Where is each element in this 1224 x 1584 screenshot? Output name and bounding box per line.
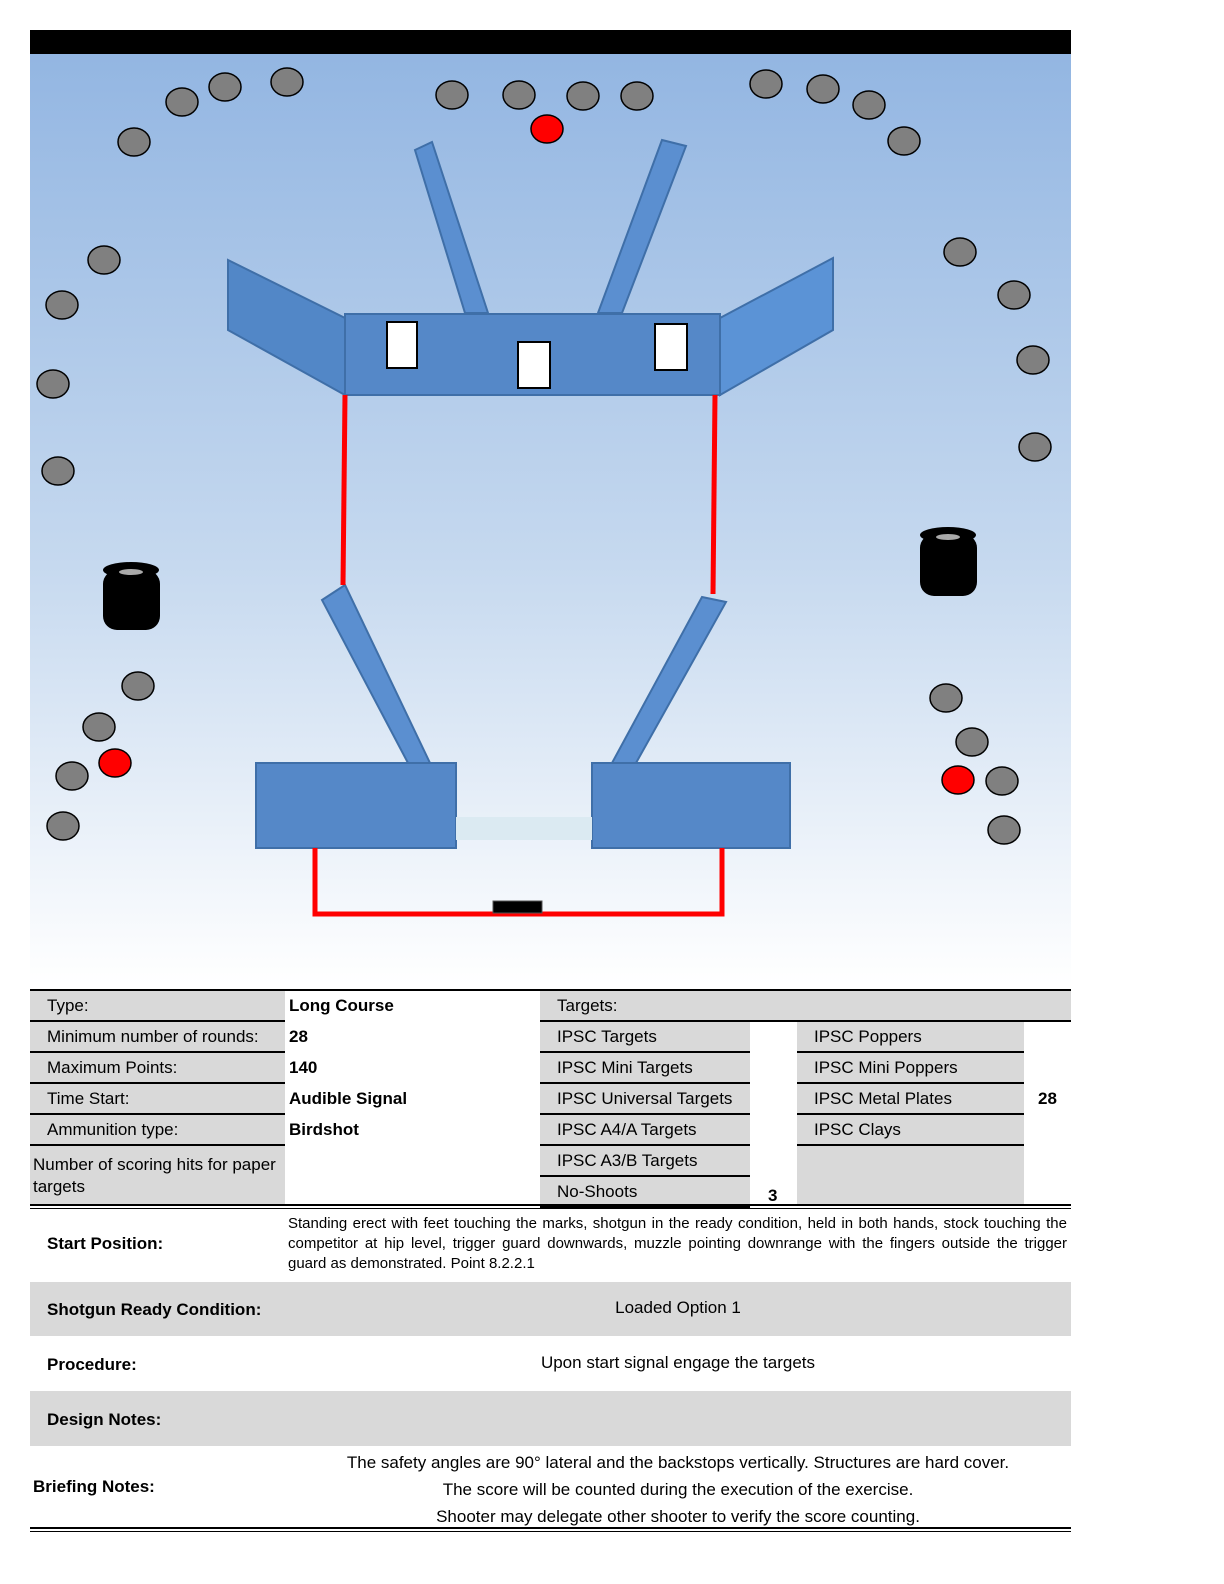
type-label: Type: <box>30 991 285 1022</box>
steel-plate <box>165 87 199 117</box>
briefing-line: Shooter may delegate other shooter to ve… <box>436 1507 920 1526</box>
steel-plate <box>985 766 1019 796</box>
ready-condition-text: Loaded Option 1 <box>615 1298 741 1317</box>
target-count <box>1024 1022 1071 1053</box>
procedure-section: Procedure: Upon start signal engage the … <box>30 1336 1071 1391</box>
design-notes-label: Design Notes: <box>47 1410 162 1429</box>
steel-plate <box>566 81 600 111</box>
target-type-item: IPSC A4/A Targets <box>540 1115 750 1146</box>
briefing-label: Briefing Notes: <box>33 1477 155 1496</box>
start-position-label: Start Position: <box>47 1234 164 1253</box>
steel-plate <box>502 80 536 110</box>
target-type-item: No-Shoots <box>540 1177 750 1208</box>
fault-lines <box>312 394 725 917</box>
left-barricade <box>255 762 457 849</box>
header-bar <box>30 30 1071 54</box>
steel-plate <box>620 81 654 111</box>
range-background <box>30 54 1071 985</box>
window-opening <box>456 817 592 840</box>
paper-target <box>386 321 418 369</box>
targets-blank-cell <box>797 1146 1024 1206</box>
steel-plate <box>929 683 963 713</box>
ready-condition-section: Shotgun Ready Condition: Loaded Option 1 <box>30 1282 1071 1336</box>
steel-plate <box>852 90 886 120</box>
steel-plate <box>1016 345 1050 375</box>
steel-plate <box>955 727 989 757</box>
steel-plate <box>121 671 155 701</box>
max-points-label: Maximum Points: <box>30 1053 285 1084</box>
target-count <box>750 1053 797 1084</box>
stage-diagram <box>30 30 1071 985</box>
steel-plate <box>435 80 469 110</box>
right-barricade <box>591 762 791 849</box>
paper-targets <box>386 321 688 389</box>
max-points-value: 140 <box>289 1058 318 1077</box>
briefing-line: The score will be counted during the exe… <box>442 1480 914 1499</box>
type-value: Long Course <box>289 996 394 1015</box>
no-shoot-plate <box>530 114 564 144</box>
start-position-section: Start Position: Standing erect with feet… <box>30 1210 1071 1282</box>
steel-plate <box>46 811 80 841</box>
steel-plate <box>749 69 783 99</box>
targets-header: Targets: <box>540 991 1071 1022</box>
target-count <box>750 1022 797 1053</box>
target-count <box>750 1084 797 1115</box>
time-start-value: Audible Signal <box>289 1089 408 1108</box>
bottom-rule <box>30 1527 1071 1532</box>
steel-plate <box>55 761 89 791</box>
time-start-label: Time Start: <box>30 1084 285 1115</box>
design-notes-section: Design Notes: <box>30 1391 1071 1446</box>
start-position-marker <box>492 900 543 914</box>
briefing-section: Briefing Notes: The safety angles are 90… <box>30 1446 1071 1526</box>
tire-stacks <box>103 527 977 630</box>
steel-plate <box>36 369 70 399</box>
steel-plate <box>987 815 1021 845</box>
paper-target <box>654 323 688 371</box>
target-type-item: IPSC Mini Poppers <box>797 1053 1024 1084</box>
target-type-item: IPSC Targets <box>540 1022 750 1053</box>
briefing-text: The safety angles are 90° lateral and th… <box>285 1449 1071 1530</box>
target-count <box>750 1115 797 1146</box>
steel-plate <box>208 72 242 102</box>
target-type-item: IPSC Metal Plates <box>797 1084 1024 1115</box>
ammo-label: Ammunition type: <box>30 1115 285 1146</box>
tire-stack-left <box>103 562 160 630</box>
target-count <box>1024 1115 1071 1146</box>
steel-plate <box>87 245 121 275</box>
target-count <box>1024 1053 1071 1084</box>
paper-target <box>517 341 551 389</box>
ammo-value: Birdshot <box>289 1120 359 1139</box>
scoring-hits-label: Number of scoring hits for paper targets <box>30 1146 285 1206</box>
tire-stack-right <box>920 527 977 596</box>
briefing-line: The safety angles are 90° lateral and th… <box>346 1453 1010 1472</box>
target-type-item: IPSC Universal Targets <box>540 1084 750 1115</box>
no-shoot-plate <box>941 765 975 795</box>
start-position-text: Standing erect with feet touching the ma… <box>288 1215 1067 1272</box>
target-type-item: IPSC Mini Targets <box>540 1053 750 1084</box>
steel-plate <box>117 127 151 157</box>
target-type-item: IPSC Poppers <box>797 1022 1024 1053</box>
target-count: 28 <box>1038 1089 1057 1108</box>
target-type-item: IPSC A3/B Targets <box>540 1146 750 1177</box>
steel-plates <box>36 67 1052 845</box>
target-count <box>750 1146 797 1177</box>
procedure-text: Upon start signal engage the targets <box>540 1353 816 1372</box>
min-rounds-value: 28 <box>289 1027 308 1046</box>
steel-plate <box>1018 432 1052 462</box>
steel-plate <box>45 290 79 320</box>
target-type-item: IPSC Clays <box>797 1115 1024 1146</box>
target-count: 3 <box>768 1186 778 1205</box>
steel-plate <box>806 74 840 104</box>
steel-plate <box>270 67 304 97</box>
steel-plate <box>41 456 75 486</box>
min-rounds-label: Minimum number of rounds: <box>30 1022 285 1053</box>
ready-condition-label: Shotgun Ready Condition: <box>47 1300 262 1319</box>
steel-plate <box>943 237 977 267</box>
no-shoot-plate <box>98 748 132 778</box>
divider <box>30 1204 1071 1209</box>
steel-plate <box>887 126 921 156</box>
procedure-label: Procedure: <box>47 1355 137 1374</box>
steel-plate <box>997 280 1031 310</box>
steel-plate <box>82 712 116 742</box>
